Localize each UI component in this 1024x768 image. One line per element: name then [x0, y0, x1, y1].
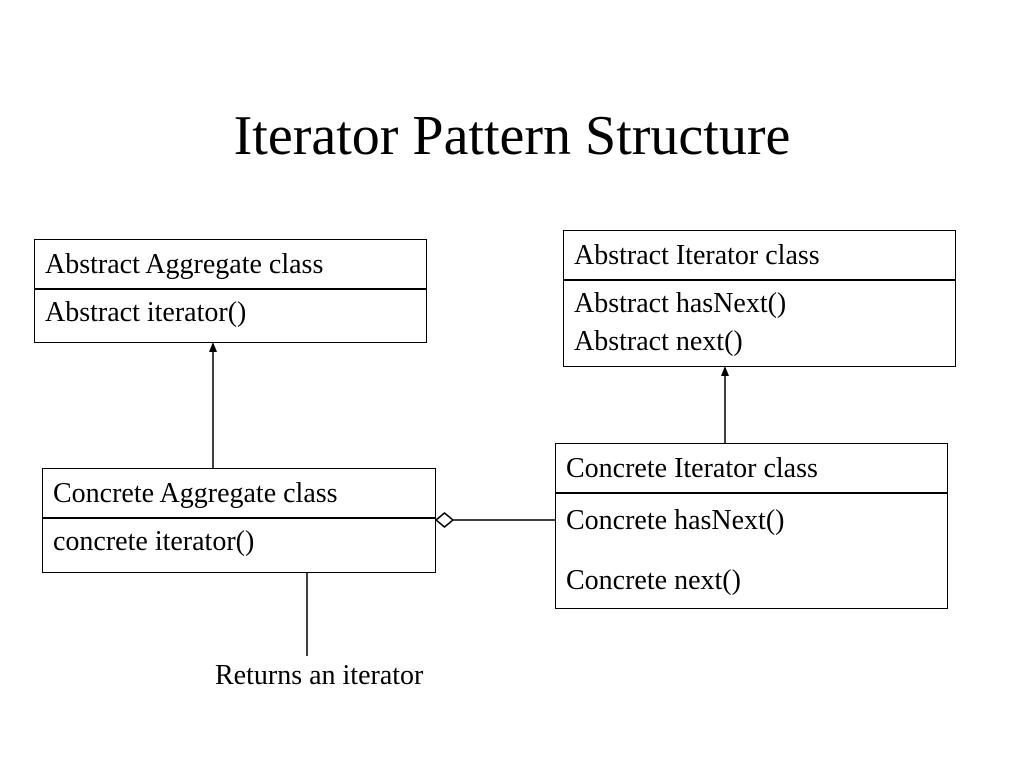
class-name: Abstract Iterator class: [564, 231, 955, 281]
aggregation-diamond-icon: [434, 512, 455, 528]
class-operations: concrete iterator(): [43, 519, 435, 565]
abstract-iterator-class-box: Abstract Iterator class Abstract hasNext…: [563, 230, 956, 367]
page-title: Iterator Pattern Structure: [233, 105, 791, 167]
class-name: Concrete Iterator class: [556, 444, 947, 494]
returns-iterator-note: Returns an iterator: [215, 660, 424, 691]
operation: concrete iterator(): [53, 526, 255, 557]
operation: Abstract iterator(): [45, 297, 247, 328]
concrete-aggregate-class-box: Concrete Aggregate class concrete iterat…: [42, 468, 436, 573]
operation: Abstract next(): [574, 326, 743, 357]
operation: Concrete hasNext(): [566, 505, 785, 536]
operation: Concrete next(): [566, 565, 741, 596]
class-operations: Abstract hasNext() Abstract next(): [564, 281, 955, 365]
aggregate-inheritance-arrowhead: [209, 342, 217, 352]
class-operations: Abstract iterator(): [35, 290, 426, 336]
operation: Abstract hasNext(): [574, 288, 787, 319]
iterator-inheritance-arrowhead: [721, 366, 729, 376]
class-name: Concrete Aggregate class: [43, 469, 435, 519]
class-name: Abstract Aggregate class: [35, 240, 426, 290]
concrete-iterator-class-box: Concrete Iterator class Concrete hasNext…: [555, 443, 948, 609]
class-operations: Concrete hasNext() Concrete next(): [556, 494, 947, 604]
abstract-aggregate-class-box: Abstract Aggregate class Abstract iterat…: [34, 239, 427, 343]
